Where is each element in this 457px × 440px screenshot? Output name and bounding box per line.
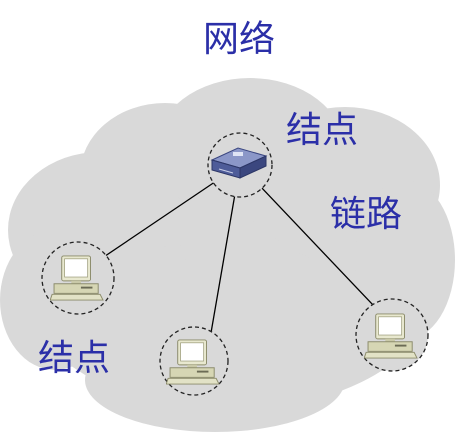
pc-node-left [41,241,115,315]
diagram-title: 网络 [203,19,276,60]
link-label: 链路 [330,194,403,235]
node-label-top: 结点 [286,110,359,151]
link-router-pc-center [206,164,241,357]
link-router-pc-right [239,164,393,326]
router-node [207,132,273,198]
router-icon [210,147,268,179]
node-label-bottom: 结点 [38,338,111,379]
links [79,164,393,357]
link-router-pc-left [79,164,241,274]
pc-node-center [159,326,229,396]
pc-node-right [355,298,429,372]
